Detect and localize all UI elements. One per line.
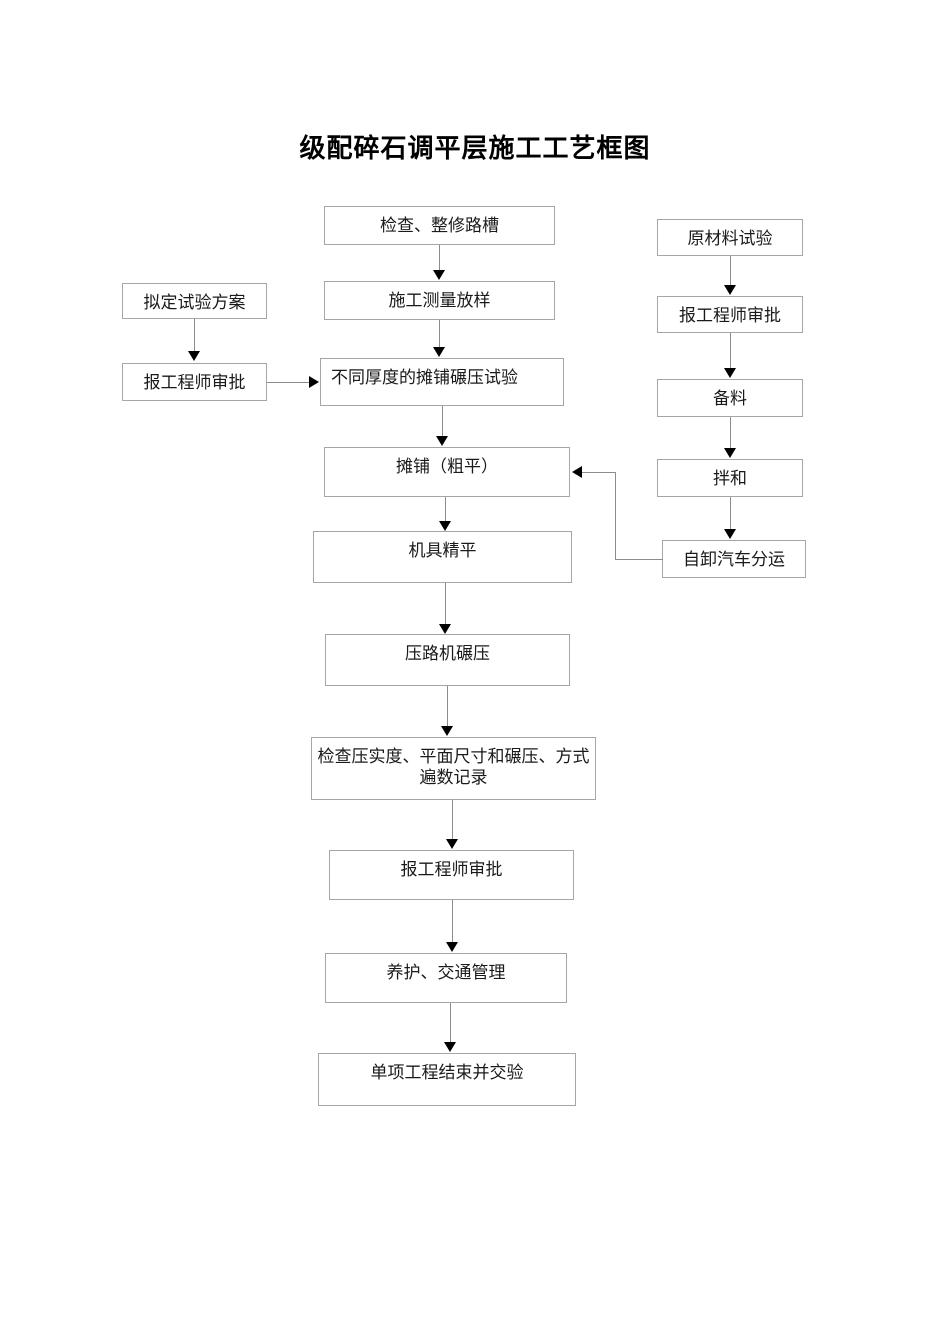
node-label: 单项工程结束并交验 (370, 1063, 524, 1082)
node-label: 备料 (713, 389, 747, 408)
arrow-material-test-to-approve-right (724, 285, 736, 295)
arrow-stockpile-to-mixing (724, 448, 736, 458)
node-check-trench: 检查、整修路槽 (324, 206, 555, 245)
connector-spread-rough-to-fine-level (445, 497, 446, 522)
node-label: 施工测量放样 (388, 291, 491, 310)
node-label: 不同厚度的摊铺碾压试验 (331, 368, 518, 387)
node-label: 报工程师审批 (679, 306, 781, 325)
node-thickness-test: 不同厚度的摊铺碾压试验 (320, 358, 564, 406)
node-dump-truck: 自卸汽车分运 (662, 540, 806, 578)
node-mixing: 拌和 (657, 459, 803, 497)
node-stockpile: 备料 (657, 379, 803, 417)
node-check-density: 检查压实度、平面尺寸和碾压、方式 遍数记录 (311, 737, 596, 800)
page-title: 级配碎石调平层施工工艺框图 (299, 133, 651, 163)
connector-material-test-to-approve-right (730, 256, 731, 286)
connector-approve-left-to-thickness-test (267, 382, 310, 383)
arrow-maintenance-to-project-end (444, 1042, 456, 1052)
arrow-fine-level-to-roller-compact (439, 624, 451, 634)
connector-test-plan-to-approve-left (194, 319, 195, 351)
arrow-thickness-test-to-spread-rough (436, 436, 448, 446)
connector-dump-truck-elbow-bottom (615, 559, 663, 560)
node-approve-right: 报工程师审批 (657, 296, 803, 333)
node-label: 养护、交通管理 (386, 963, 506, 982)
node-label: 摊铺（粗平） (396, 457, 498, 476)
connector-approve-center-to-maintenance (452, 900, 453, 943)
node-test-plan: 拟定试验方案 (122, 283, 267, 319)
arrow-approve-right-to-stockpile (724, 368, 736, 378)
node-label: 报工程师审批 (143, 373, 246, 392)
connector-dump-truck-elbow-vertical (615, 472, 616, 560)
arrow-survey-to-thickness-test (433, 347, 445, 357)
connector-maintenance-to-project-end (450, 1003, 451, 1043)
node-survey: 施工测量放样 (324, 281, 555, 320)
connector-approve-right-to-stockpile (730, 333, 731, 369)
connector-check-density-to-approve-center (452, 800, 453, 840)
arrow-roller-compact-to-check-density (441, 726, 453, 736)
node-material-test: 原材料试验 (657, 219, 803, 256)
node-label: 机具精平 (408, 541, 477, 560)
connector-stockpile-to-mixing (730, 417, 731, 449)
arrow-test-plan-to-approve-left (188, 351, 200, 361)
node-approve-center: 报工程师审批 (329, 850, 574, 900)
node-label: 拟定试验方案 (143, 293, 246, 312)
arrow-spread-rough-to-fine-level (439, 521, 451, 531)
node-label: 自卸汽车分运 (683, 550, 785, 569)
arrow-dump-truck-to-spread-rough (572, 466, 582, 478)
connector-survey-to-thickness-test (439, 320, 440, 348)
connector-fine-level-to-roller-compact (445, 583, 446, 624)
node-label: 检查压实度、平面尺寸和碾压、方式 遍数记录 (317, 747, 590, 788)
connector-check-trench-to-survey (439, 245, 440, 271)
node-label: 报工程师审批 (400, 860, 503, 879)
node-project-end: 单项工程结束并交验 (318, 1053, 576, 1106)
node-spread-rough: 摊铺（粗平） (324, 447, 570, 497)
connector-thickness-test-to-spread-rough (442, 406, 443, 437)
connector-dump-truck-elbow-top (582, 472, 616, 473)
arrow-check-density-to-approve-center (446, 839, 458, 849)
arrow-check-trench-to-survey (433, 270, 445, 280)
node-label: 检查、整修路槽 (380, 216, 499, 235)
node-fine-level: 机具精平 (313, 531, 572, 583)
arrow-approve-left-to-thickness-test (309, 376, 319, 388)
node-roller-compact: 压路机碾压 (325, 634, 570, 686)
node-approve-left: 报工程师审批 (122, 363, 267, 401)
connector-roller-compact-to-check-density (447, 686, 448, 727)
node-label: 压路机碾压 (405, 644, 490, 663)
node-label: 原材料试验 (687, 229, 773, 248)
node-label: 拌和 (713, 469, 747, 488)
node-maintenance: 养护、交通管理 (325, 953, 567, 1003)
arrow-approve-center-to-maintenance (446, 942, 458, 952)
connector-mixing-to-dump-truck (730, 497, 731, 530)
arrow-mixing-to-dump-truck (724, 529, 736, 539)
